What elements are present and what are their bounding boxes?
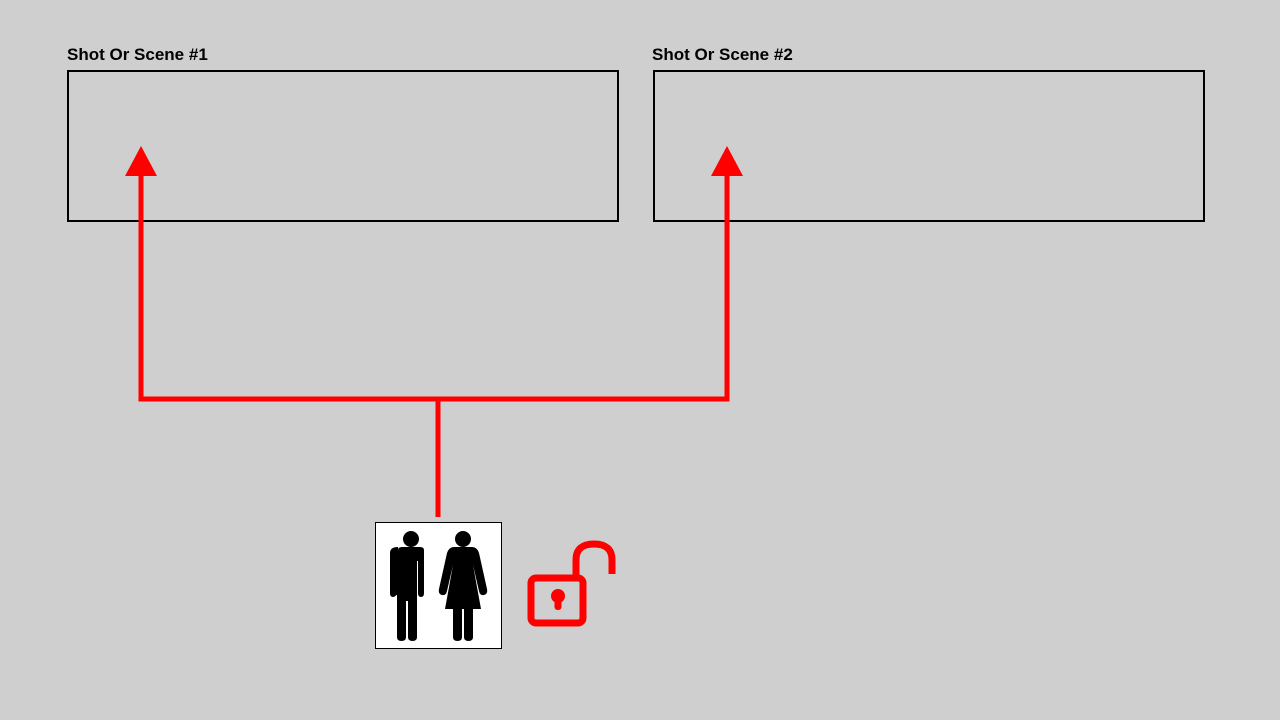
scene-1-box[interactable] — [67, 70, 619, 222]
man-and-woman-icon[interactable] — [375, 522, 502, 649]
padlock-glyph — [527, 540, 616, 627]
scene-2-label: Shot Or Scene #2 — [652, 45, 793, 64]
unlocked-padlock-icon[interactable] — [524, 538, 624, 633]
scene-2-box[interactable] — [653, 70, 1205, 222]
people-glyph — [390, 531, 488, 641]
scene-1-label: Shot Or Scene #1 — [67, 45, 208, 64]
